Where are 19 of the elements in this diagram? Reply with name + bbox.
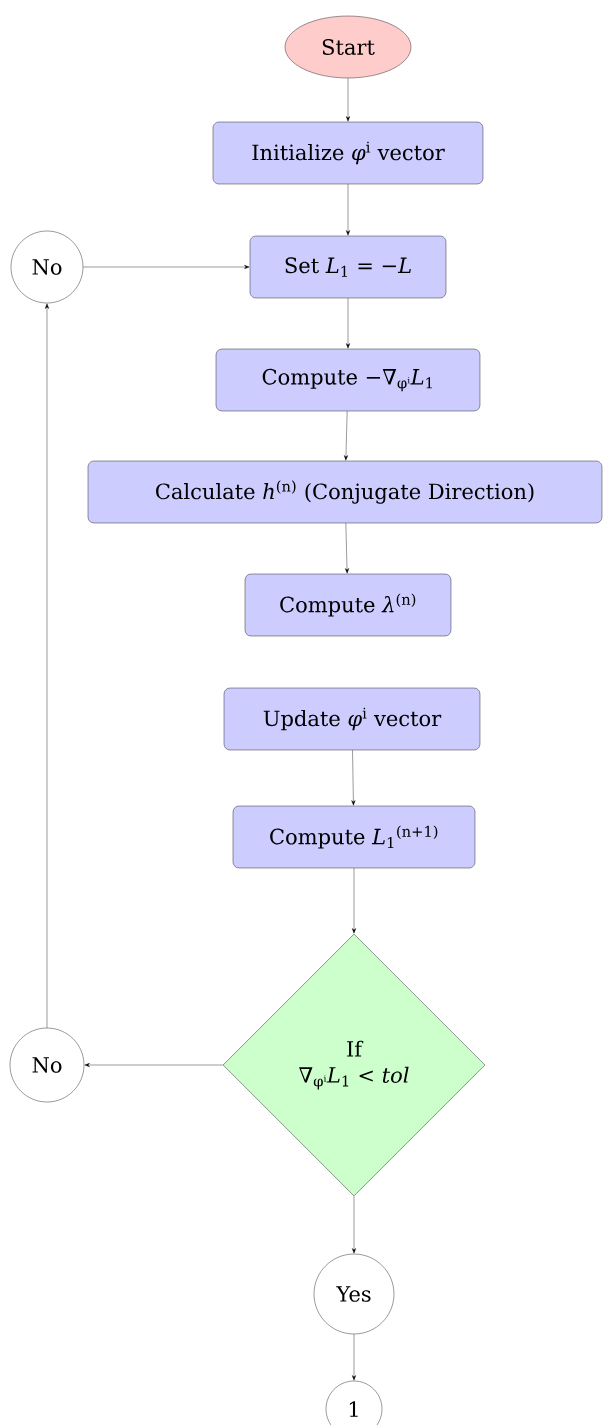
- arrow: [345, 523, 350, 574]
- process-box: Set L$_{1}$ = −L: [249, 235, 447, 299]
- arrow: [346, 184, 350, 236]
- arrow: [351, 750, 356, 806]
- arrow: [352, 1196, 356, 1254]
- arrow: [346, 298, 350, 349]
- process-box: Compute λ$^{(n)}$: [244, 573, 452, 637]
- arrow: [343, 411, 348, 461]
- arrow: [346, 78, 350, 122]
- arrow: [83, 265, 250, 269]
- arrow: [352, 1334, 356, 1381]
- process-box: Initialize φ$^{i}$ vector: [212, 121, 484, 185]
- process-box: Compute −∇$_{φⁱ}$L$_{1}$: [215, 348, 481, 412]
- process-box: Compute L$_{1}$(n+1): [232, 805, 476, 869]
- process-box: Calculate h$^{(n)}$ (Conjugate Direction): [87, 460, 603, 524]
- arrow: [45, 303, 49, 1028]
- arrow: [84, 1063, 223, 1067]
- arrow: [352, 868, 356, 934]
- process-box: Update φ$^{i}$ vector: [223, 687, 481, 751]
